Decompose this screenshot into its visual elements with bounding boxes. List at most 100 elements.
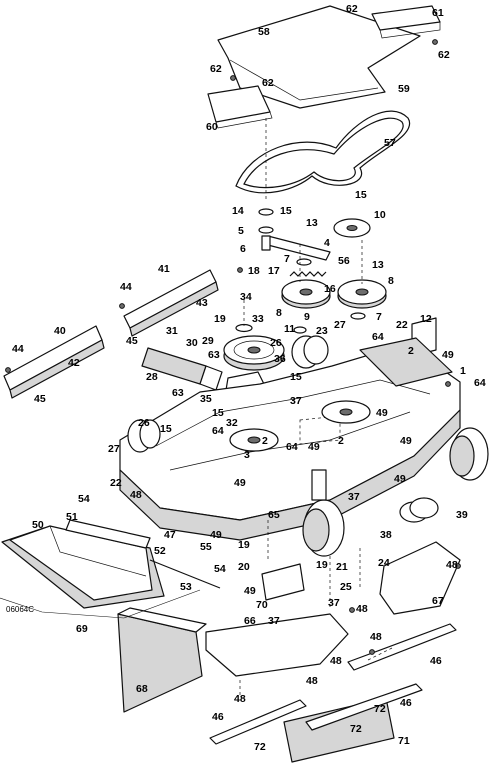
anti-scalp-wheel-top xyxy=(291,335,329,369)
callout-16: 16 xyxy=(324,283,336,295)
callout-23: 23 xyxy=(316,325,328,337)
callout-24: 24 xyxy=(378,557,390,569)
callout-13-b: 13 xyxy=(372,259,384,271)
chute-hinge xyxy=(65,519,151,549)
callout-32: 32 xyxy=(226,417,238,429)
callout-64-b: 64 xyxy=(474,377,486,389)
callout-72-b: 72 xyxy=(350,723,362,735)
callout-9: 9 xyxy=(304,311,310,323)
callout-60: 60 xyxy=(206,121,218,133)
spring xyxy=(289,271,327,277)
callout-12: 12 xyxy=(420,313,432,325)
callout-11: 11 xyxy=(284,323,295,335)
callout-19-b: 19 xyxy=(238,539,250,551)
callout-8-b: 8 xyxy=(276,307,282,319)
callout-1: 1 xyxy=(460,365,466,377)
deck-arm-right xyxy=(359,337,453,387)
discharge-chute xyxy=(1,525,165,609)
cover-bracket xyxy=(207,85,273,129)
callout-54-b: 54 xyxy=(214,563,226,575)
callout-15-c: 15 xyxy=(290,371,302,383)
callout-15-d: 15 xyxy=(212,407,224,419)
drive-belt xyxy=(235,110,411,194)
callout-15-b: 15 xyxy=(280,205,292,217)
callout-20: 20 xyxy=(238,561,250,573)
callout-36: 36 xyxy=(274,353,286,365)
idler-pulley xyxy=(333,218,371,238)
callout-41: 41 xyxy=(158,263,170,275)
callout-38: 38 xyxy=(380,529,392,541)
callout-70: 70 xyxy=(256,599,268,611)
callout-19-a: 19 xyxy=(214,313,226,325)
deck-pulley-center xyxy=(281,279,331,309)
callout-63-b: 63 xyxy=(172,387,184,399)
baffle-center xyxy=(205,613,349,677)
callout-44-a: 44 xyxy=(120,281,132,293)
deck-pulley-right xyxy=(337,279,387,309)
callout-64-d: 64 xyxy=(286,441,298,453)
callout-26-b: 26 xyxy=(138,417,150,429)
callout-72-c: 72 xyxy=(254,741,266,753)
callout-71: 71 xyxy=(398,735,410,747)
idler-arm xyxy=(263,235,331,261)
mount-bracket xyxy=(261,563,305,601)
callout-43: 43 xyxy=(196,297,208,309)
callout-37-b: 37 xyxy=(348,491,360,503)
callout-2-b: 2 xyxy=(338,435,344,447)
callout-65: 65 xyxy=(268,509,280,521)
callout-67: 67 xyxy=(432,595,444,607)
callout-49-g: 49 xyxy=(210,529,222,541)
callout-30: 30 xyxy=(186,337,198,349)
callout-19-c: 19 xyxy=(316,559,328,571)
callout-47: 47 xyxy=(164,529,176,541)
callout-10: 10 xyxy=(374,209,386,221)
callout-48-b: 48 xyxy=(446,559,458,571)
callout-49-f: 49 xyxy=(394,473,406,485)
callout-40: 40 xyxy=(54,325,66,337)
callout-48-c: 48 xyxy=(356,603,368,615)
callout-64-c: 64 xyxy=(212,425,224,437)
callout-48-e: 48 xyxy=(330,655,342,667)
callout-labels: 62 61 62 58 62 62 59 60 57 15 14 15 10 1… xyxy=(12,3,486,753)
callout-55: 55 xyxy=(200,541,212,553)
callout-31: 31 xyxy=(166,325,178,337)
callout-61: 61 xyxy=(432,7,444,19)
callout-72-a: 72 xyxy=(374,703,386,715)
callout-49-c: 49 xyxy=(400,435,412,447)
callout-28: 28 xyxy=(146,371,158,383)
callout-17: 17 xyxy=(268,265,280,277)
callout-3: 3 xyxy=(244,449,250,461)
callout-51: 51 xyxy=(66,511,78,523)
callout-49-a: 49 xyxy=(442,349,454,361)
callout-49-h: 49 xyxy=(244,585,256,597)
callout-62-b: 62 xyxy=(438,49,450,61)
callout-29: 29 xyxy=(202,335,214,347)
callout-62-a: 62 xyxy=(346,3,358,15)
callout-18: 18 xyxy=(248,265,260,277)
callout-62-d: 62 xyxy=(262,77,274,89)
callout-46-c: 46 xyxy=(212,711,224,723)
callout-5: 5 xyxy=(238,225,244,237)
callout-59: 59 xyxy=(398,83,410,95)
chute-deflector-rod xyxy=(149,559,221,589)
callout-14: 14 xyxy=(232,205,244,217)
callout-45-b: 45 xyxy=(34,393,46,405)
callout-49-e: 49 xyxy=(234,477,246,489)
callout-37-c: 37 xyxy=(328,597,340,609)
callout-33: 33 xyxy=(252,313,264,325)
callout-44-b: 44 xyxy=(12,343,24,355)
callout-21: 21 xyxy=(336,561,348,573)
callout-50: 50 xyxy=(32,519,44,531)
callout-48-g: 48 xyxy=(234,693,246,705)
callout-2-a: 2 xyxy=(408,345,414,357)
callout-46-b: 46 xyxy=(400,697,412,709)
deck-pulley-left xyxy=(223,335,285,371)
callout-42: 42 xyxy=(68,357,80,369)
callout-13-a: 13 xyxy=(306,217,318,229)
callout-48-a: 48 xyxy=(130,489,142,501)
callout-53: 53 xyxy=(180,581,192,593)
side-rail-lower xyxy=(3,325,105,399)
callout-34: 34 xyxy=(240,291,252,303)
callout-8-a: 8 xyxy=(388,275,394,287)
callout-64-a: 64 xyxy=(372,331,384,343)
